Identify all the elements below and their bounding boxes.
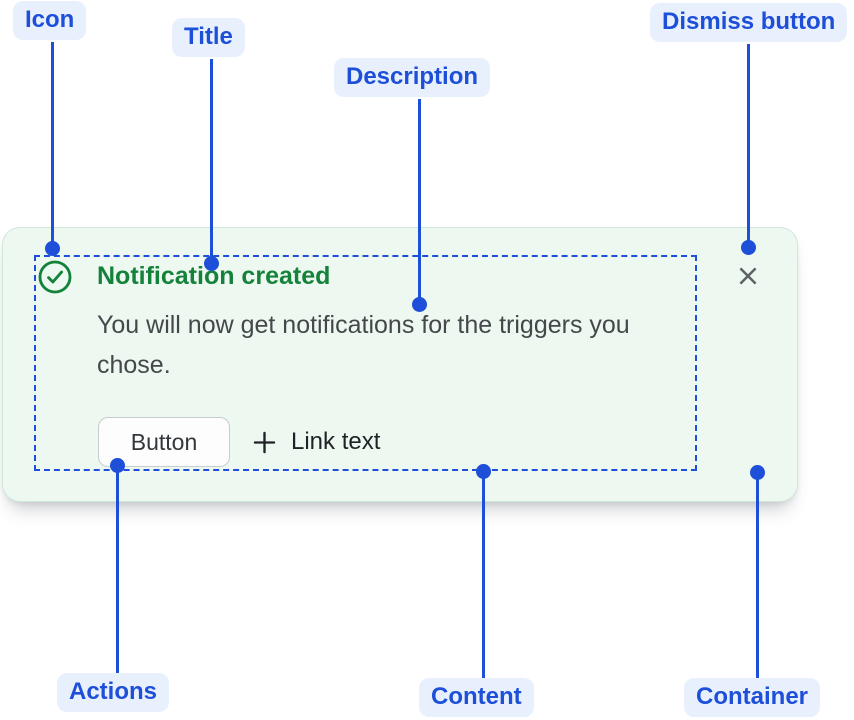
title-pointer-dot xyxy=(203,255,219,271)
title-pointer-line xyxy=(209,59,213,257)
annotation-label-description: Description xyxy=(334,58,491,98)
annotation-label-title: Title xyxy=(172,18,245,58)
dismiss-pointer-line xyxy=(746,44,750,241)
flag-description: You will now get notifications for the t… xyxy=(97,311,630,379)
annotation-label-dismiss-button: Dismiss button xyxy=(650,3,848,43)
flag-actions-row: Button Link text xyxy=(98,417,380,467)
annotation-label-content: Content xyxy=(419,678,534,718)
content-pointer-dot xyxy=(475,463,491,479)
plus-icon xyxy=(251,429,278,456)
annotation-label-container: Container xyxy=(684,678,821,718)
cross-icon xyxy=(735,263,761,289)
actions-pointer-line xyxy=(115,465,119,673)
container-pointer-dot xyxy=(749,464,765,480)
description-pointer-dot xyxy=(411,296,427,312)
icon-pointer-line xyxy=(50,42,54,242)
icon-pointer-dot xyxy=(44,240,60,256)
annotation-label-actions: Actions xyxy=(57,673,170,713)
actions-pointer-dot xyxy=(109,457,125,473)
dismiss-pointer-dot xyxy=(740,239,756,255)
description-pointer-line xyxy=(417,99,421,298)
flag-action-link-label: Link text xyxy=(291,428,381,455)
success-check-icon xyxy=(37,259,73,295)
dismiss-button[interactable] xyxy=(732,260,764,292)
flag-action-button[interactable]: Button xyxy=(98,417,230,467)
content-pointer-line xyxy=(481,471,485,678)
annotation-label-icon: Icon xyxy=(13,1,87,41)
container-pointer-line xyxy=(755,472,759,678)
flag-container: Notification created You will now get no… xyxy=(2,227,798,502)
content-region-outline xyxy=(34,255,697,471)
flag-action-link[interactable]: Link text xyxy=(251,428,380,456)
